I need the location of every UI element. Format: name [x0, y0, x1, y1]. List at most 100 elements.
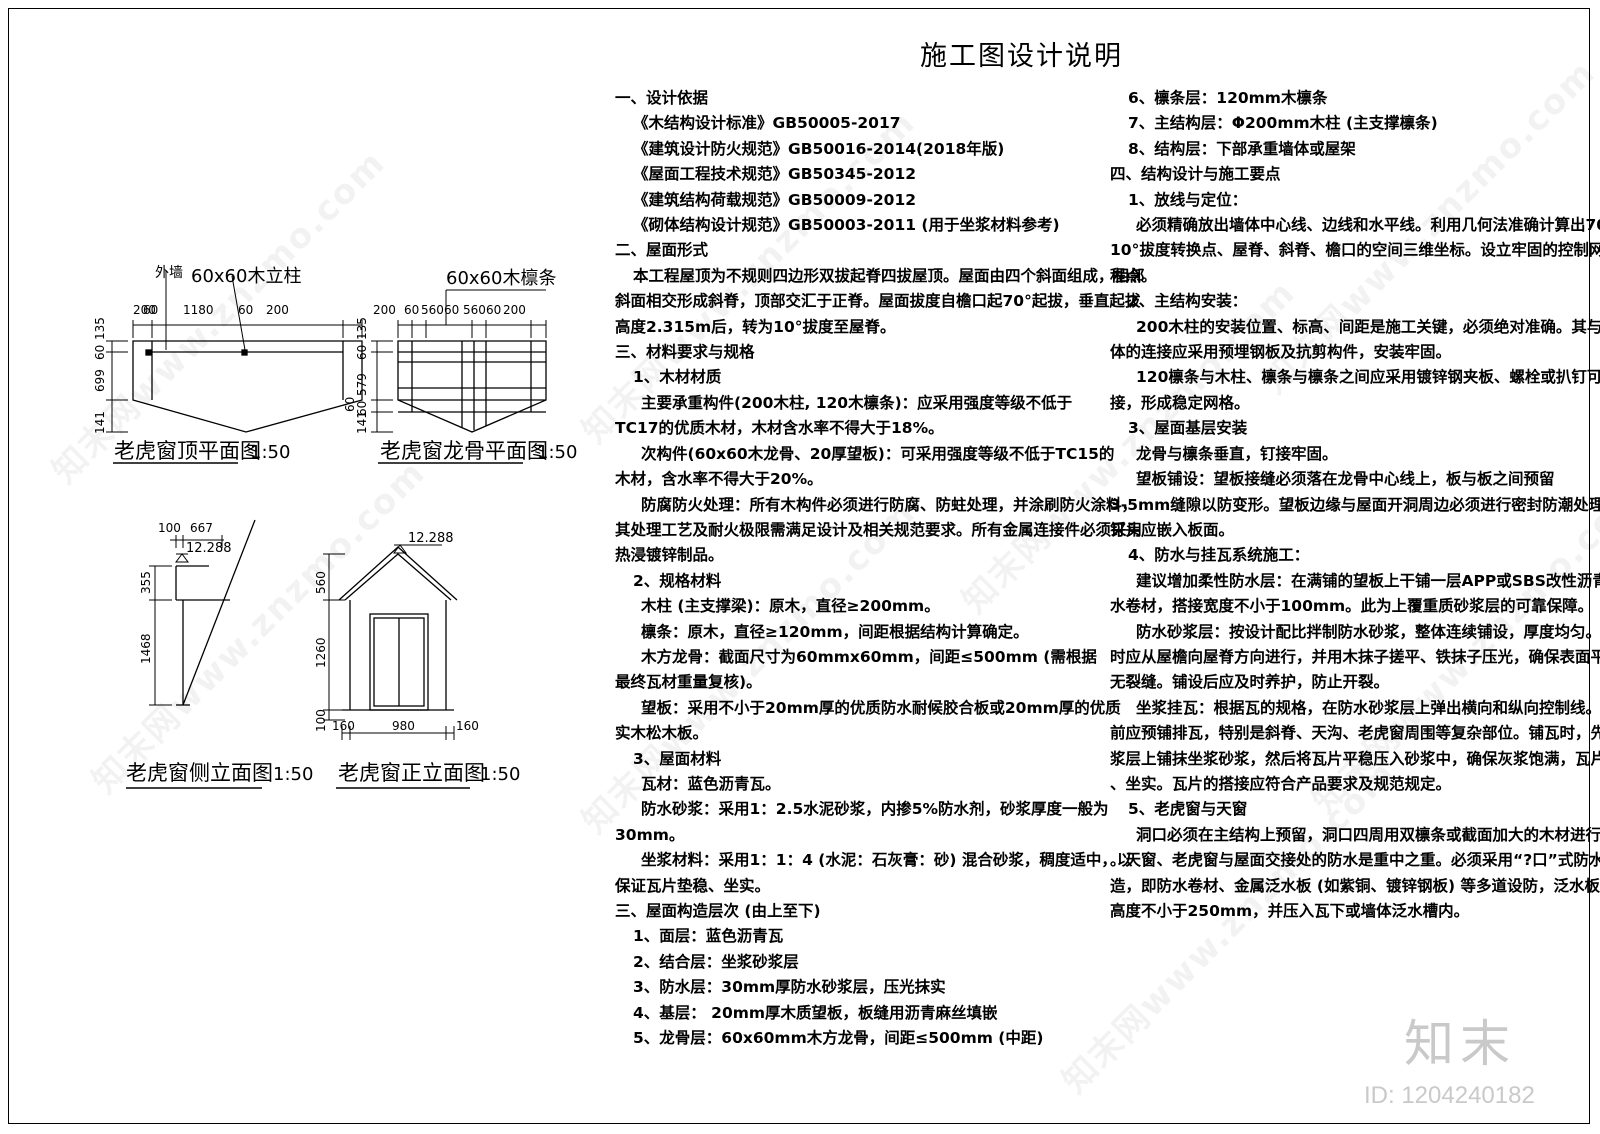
col2-line: 200木柱的安装位置、标高、间距是施工关键，必须绝对准确。其与墙	[1136, 317, 1600, 336]
col1-line: 《建筑设计防火规范》GB50016-2014(2018年版)	[633, 139, 1005, 158]
side-elev-scale: 1:50	[273, 764, 313, 785]
col1-line: 防腐防火处理：所有木构件必须进行防腐、防蛀处理，并涂刷防火涂料，	[641, 495, 1138, 514]
col1-line: 《砌体结构设计规范》GB50003-2011 (用于坐浆材料参考)	[633, 216, 1060, 235]
col2-line: 2、主结构安装：	[1128, 292, 1248, 311]
frame-plan-callout-purlin: 60x60木檩条	[446, 268, 556, 289]
col1-line: 木材，含水率不得大于20%。	[615, 470, 823, 489]
side-elev-dim-left-2: 1468	[139, 633, 153, 664]
col1-line: 本工程屋顶为不规则四边形双拔起脊四拔屋顶。屋面由四个斜面组成，相邻	[633, 266, 1145, 285]
col2-line: 1、放线与定位：	[1128, 190, 1248, 209]
side-elevation-drawing	[126, 519, 262, 789]
col1-line: 5、龙骨层：60x60mm木方龙骨，间距≤500mm (中距)	[633, 1029, 1044, 1048]
roof-plan-dim-left-3: 699	[93, 369, 107, 392]
frame-plan-dim-top-2: 60	[404, 303, 419, 317]
col2-line: 前应预铺排瓦，特别是斜脊、天沟、老虎窗周围等复杂部位。铺瓦时，先在砂	[1110, 724, 1600, 743]
frame-plan-dim-left-1: 135	[355, 317, 369, 340]
roof-plan-label: 老虎窗顶平面图	[114, 439, 261, 463]
col1-line: 坐浆材料：采用1：1：4 (水泥：石灰膏：砂) 混合砂浆，稠度适中，以	[641, 851, 1133, 870]
notes-column-right: 6、檩条层：120mm木檩条 7、主结构层：Φ200mm木柱 (主支撑檩条) 8、结…	[1110, 86, 1600, 924]
col2-line: 8、结构层：下部承重墙体或屋架	[1128, 139, 1356, 158]
col1-line: 一、设计依据	[615, 89, 709, 107]
col2-line: 120檩条与木柱、檩条与檩条之间应采用镀锌钢夹板、螺栓或扒钉可靠连	[1136, 368, 1600, 387]
col2-line: 造，即防水卷材、金属泛水板 (如紫铜、镀锌钢板) 等多道设防，泛水板上翻	[1110, 876, 1600, 895]
page-title: 施工图设计说明	[920, 41, 1123, 72]
col1-line: 2、规格材料	[633, 571, 722, 590]
frame-plan-scale: 1:50	[537, 442, 577, 463]
col1-line: 二、屋面形式	[615, 241, 709, 260]
col1-line: 1、木材材质	[633, 368, 722, 387]
col1-line: 主要承重构件(200木柱, 120木檩条)：应采用强度等级不低于	[641, 393, 1073, 412]
col1-line: 热浸镀锌制品。	[615, 546, 724, 565]
col2-line: 7、主结构层：Φ200mm木柱 (主支撑檩条)	[1128, 114, 1438, 133]
col2-line: 3-5mm缝隙以防变形。望板边缘与屋面开洞周边必须进行密封防潮处理。	[1110, 495, 1600, 514]
col2-line: 、坐实。瓦片的搭接应符合产品要求及规范规定。	[1110, 774, 1452, 793]
col2-line: 高度不小于250mm，并压入瓦下或墙体泛水槽内。	[1110, 902, 1470, 920]
roof-plan-dim-top-3: 1180	[183, 303, 214, 317]
side-elev-dim-top-2: 667	[190, 521, 213, 535]
side-elev-elevation: 12.288	[186, 541, 232, 556]
col1-line: 《屋面工程技术规范》GB50345-2012	[633, 165, 917, 184]
front-elevation-drawing	[323, 544, 470, 789]
col1-line: 高度2.315m后，转为10°拔度至屋脊。	[615, 317, 896, 336]
col2-line: 10°拔度转换点、屋脊、斜脊、檐口的空间三维坐标。设立牢固的控制网和高	[1110, 241, 1600, 260]
col1-line: 30mm。	[615, 825, 685, 844]
col1-line: 《建筑结构荷载规范》GB50009-2012	[633, 190, 917, 209]
frame-plan-dim-left-3: 579	[355, 373, 369, 396]
col2-line: 体的连接应采用预埋钢板及抗剪构件，安装牢固。	[1110, 343, 1452, 362]
frame-plan-dim-top-6: 60	[486, 303, 501, 317]
roof-plan-drawing	[106, 270, 363, 464]
notes-column-left: 一、设计依据《木结构设计标准》GB50005-2017 《建筑设计防火规范》GB5…	[615, 86, 1145, 1051]
col1-line: 《木结构设计标准》GB50005-2017	[633, 114, 901, 133]
col1-line: 实木松木板。	[615, 724, 709, 743]
col1-line: 其处理工艺及耐火极限需满足设计及相关规范要求。所有金属连接件必须采用	[615, 520, 1143, 539]
col2-line: 5、老虎窗与天窗	[1128, 800, 1248, 819]
col2-line: 6、檩条层：120mm木檩条	[1128, 89, 1328, 107]
col2-line: 必须精确放出墙体中心线、边线和水平线。利用几何法准确计算出70°与	[1136, 216, 1600, 235]
col1-line: 三、材料要求与规格	[615, 343, 755, 362]
frame-plan-dim-top-4: 60	[444, 303, 459, 317]
col2-line: 程点。	[1110, 266, 1157, 285]
frame-plan-drawing	[371, 289, 547, 464]
col1-line: 木柱 (主支撑梁)：原木，直径≥200mm。	[641, 597, 940, 616]
col1-line: 望板：采用不小于20mm厚的优质防水耐候胶合板或20mm厚的优质	[641, 698, 1121, 717]
frame-plan-dim-top-7: 200	[503, 303, 526, 317]
col1-line: 木方龙骨：截面尺寸为60mmx60mm，间距≤500mm (需根据	[641, 647, 1097, 666]
front-elev-label: 老虎窗正立面图	[338, 761, 485, 785]
col1-line: 斜面相交形成斜脊，顶部交汇于正脊。屋面拔度自檐口起70°起拔，垂直起拔	[615, 292, 1141, 311]
frame-plan-dim-top-3: 560	[421, 303, 444, 317]
col1-line: 3、防水层：30mm厚防水砂浆层，压光抹实	[633, 978, 946, 997]
roof-plan-dim-top-4: 60	[238, 303, 253, 317]
front-elev-dim-left-2: 1260	[314, 637, 328, 668]
col2-line: 4、防水与挂瓦系统施工：	[1128, 546, 1310, 565]
frame-plan-dim-top-5: 560	[463, 303, 486, 317]
col2-line: 建议增加柔性防水层：在满铺的望板上干铺一层APP或SBS改性沥青防	[1136, 571, 1600, 590]
roof-plan-scale: 1:50	[250, 442, 290, 463]
col1-line: 保证瓦片垫稳、坐实。	[615, 876, 771, 895]
col2-line: 坐浆挂瓦：根据瓦的规格，在防水砂浆层上弹出横向和纵向控制线。铺瓦	[1136, 698, 1600, 717]
front-elev-dim-left-1: 560	[314, 571, 328, 594]
roof-plan-callout-wall: 外墙	[155, 265, 183, 281]
watermark-id: ID: 1204240182	[1364, 1082, 1535, 1109]
col1-line: 檩条：原木，直径≥120mm，间距根据结构计算确定。	[641, 622, 1029, 641]
roof-plan-dim-left-2: 60	[93, 345, 107, 360]
col1-line: 4、基层： 20mm厚木质望板，板缝用沥青麻丝填嵌	[633, 1003, 998, 1022]
front-elev-scale: 1:50	[480, 764, 520, 785]
col1-line: TC17的优质木材，木材含水率不得大于18%。	[615, 419, 944, 438]
frame-plan-dim-left-5: 60	[355, 401, 369, 416]
frame-plan-dim-top-1: 200	[373, 303, 396, 317]
col2-line: 浆层上铺抹坐浆砂浆，然后将瓦片平稳压入砂浆中，确保灰浆饱满，瓦片垫稳	[1110, 749, 1600, 768]
col2-line: 时应从屋檐向屋脊方向进行，并用木抹子搓平、铁抹子压光，确保表面平整、	[1110, 647, 1600, 666]
roof-plan-dim-left-1: 135	[93, 317, 107, 340]
col1-line: 瓦材：蓝色沥青瓦。	[641, 774, 781, 793]
roof-plan-dim-top-2: 60	[143, 303, 158, 317]
front-elev-elevation: 12.288	[408, 531, 454, 546]
watermark-logo: 知末	[1404, 1015, 1516, 1073]
frame-plan-dim-left-6: 141	[355, 411, 369, 434]
side-elev-dim-top-1: 100	[158, 521, 181, 535]
front-elev-dim-bottom-3: 160	[456, 719, 479, 733]
front-elev-dim-bottom-2: 980	[392, 719, 415, 733]
col1-line: 2、结合层：坐浆砂浆层	[633, 952, 799, 971]
col1-line: 3、屋面材料	[633, 749, 722, 768]
col1-line: 1、面层：蓝色沥青瓦	[633, 927, 784, 946]
